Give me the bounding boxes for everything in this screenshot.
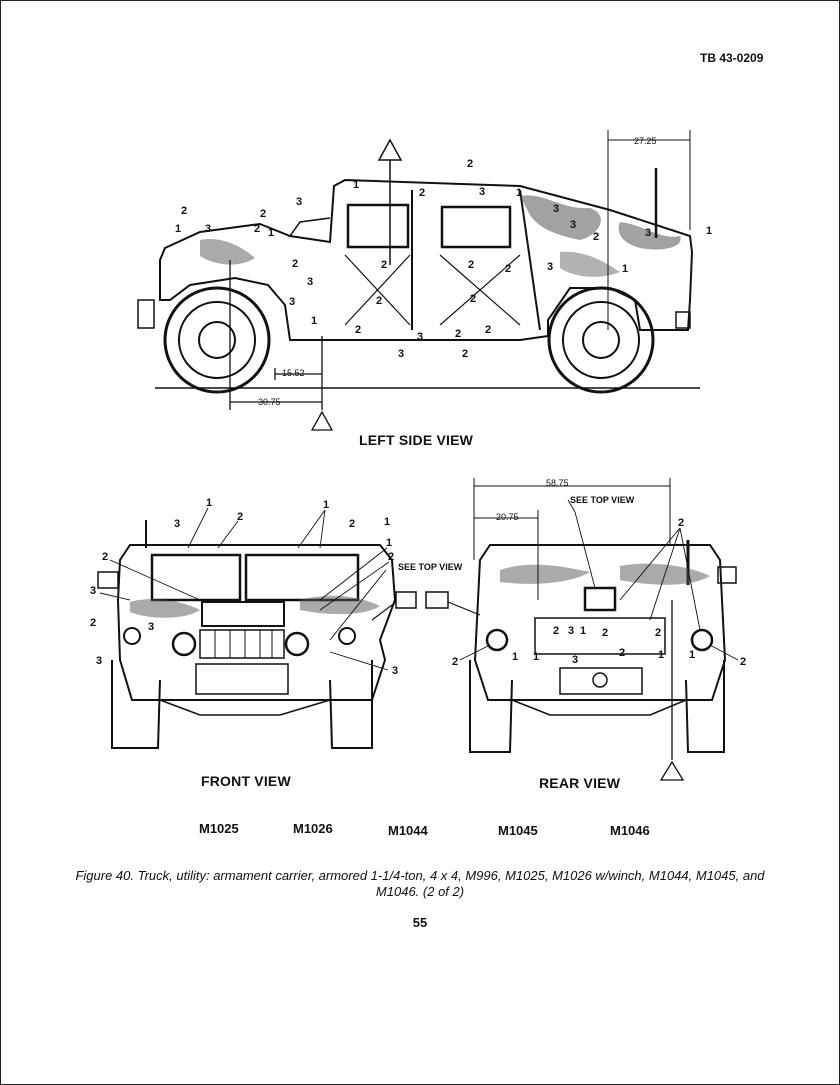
front-view-callouts: 1 3 2 1 2 1 1 2 2 3 2 3 3 3 [90,497,398,677]
svg-text:3: 3 [547,261,553,273]
svg-text:3: 3 [205,223,211,235]
dimension-58-75: 58.75 [546,478,569,488]
rear-view-leaders [459,499,739,661]
svg-text:2: 2 [349,518,355,530]
left-side-callouts: 2 1 3 2 3 2 1 2 3 3 1 2 2 3 1 3 3 2 3 1 … [175,158,712,360]
svg-text:2: 2 [102,551,108,563]
front-view-drawing [97,520,417,749]
svg-text:3: 3 [307,276,313,288]
svg-text:2: 2 [467,158,473,170]
svg-text:1: 1 [311,315,317,327]
center-of-gravity-arrow [377,138,403,265]
dimension-27-25: 27.25 [634,136,657,146]
svg-text:2: 2 [90,617,96,629]
rear-view-callouts: 2 2 3 1 2 2 1 1 3 2 1 1 2 2 [452,517,746,668]
svg-text:2: 2 [553,625,559,637]
svg-text:3: 3 [296,196,302,208]
svg-text:3: 3 [553,203,559,215]
rear-cg-marker [659,600,685,781]
left-side-view-drawing [137,168,700,394]
svg-text:3: 3 [479,186,485,198]
svg-text:2: 2 [388,551,394,563]
svg-text:2: 2 [455,328,461,340]
svg-text:1: 1 [175,223,181,235]
svg-text:3: 3 [398,348,404,360]
svg-text:3: 3 [174,518,180,530]
svg-text:1: 1 [706,225,712,237]
svg-text:2: 2 [419,187,425,199]
dimension-20-75: 20.75 [496,512,519,522]
svg-text:3: 3 [90,585,96,597]
svg-text:2: 2 [452,656,458,668]
svg-text:2: 2 [292,258,298,270]
svg-text:3: 3 [570,219,576,231]
cg-vertical-marker [229,260,334,431]
svg-text:2: 2 [254,223,260,235]
svg-text:2: 2 [376,295,382,307]
svg-text:1: 1 [689,649,695,661]
model-label: M1044 [388,823,428,838]
model-label: M1045 [498,823,538,838]
svg-text:3: 3 [96,655,102,667]
svg-text:2: 2 [237,511,243,523]
svg-text:3: 3 [289,296,295,308]
top-right-dimension [607,130,691,330]
svg-text:2: 2 [678,517,684,529]
svg-text:3: 3 [568,625,574,637]
svg-text:1: 1 [353,179,359,191]
svg-text:2: 2 [260,208,266,220]
see-top-view-front: SEE TOP VIEW [398,562,463,572]
svg-text:2: 2 [655,627,661,639]
svg-text:1: 1 [512,651,518,663]
svg-text:2: 2 [462,348,468,360]
svg-text:3: 3 [572,654,578,666]
front-view-leaders [99,507,390,671]
svg-text:2: 2 [740,656,746,668]
front-view-title: FRONT VIEW [201,773,291,789]
dimension-15-52: 15.52 [282,368,305,378]
rear-view-title: REAR VIEW [539,775,621,791]
svg-text:2: 2 [355,324,361,336]
svg-text:2: 2 [602,627,608,639]
svg-text:1: 1 [516,187,522,199]
svg-text:2: 2 [381,259,387,271]
svg-text:3: 3 [645,227,651,239]
svg-text:3: 3 [392,665,398,677]
rear-dimensions [473,478,671,600]
model-label: M1026 [293,821,333,836]
svg-text:1: 1 [268,227,274,239]
svg-text:1: 1 [533,651,539,663]
svg-text:1: 1 [658,649,664,661]
svg-text:2: 2 [181,205,187,217]
left-side-view-title: LEFT SIDE VIEW [359,432,474,448]
figure-caption: Figure 40. Truck, utility: armament carr… [75,868,765,899]
model-label: M1025 [199,821,239,836]
svg-text:2: 2 [485,324,491,336]
svg-text:1: 1 [386,537,392,549]
see-top-view-rear: SEE TOP VIEW [570,495,635,505]
svg-text:2: 2 [619,647,625,659]
svg-text:2: 2 [505,263,511,275]
svg-text:1: 1 [323,499,329,511]
svg-text:3: 3 [148,621,154,633]
dimension-30-75: 30.75 [258,397,281,407]
document-id: TB 43-0209 [700,51,764,65]
svg-text:2: 2 [593,231,599,243]
svg-text:1: 1 [206,497,212,509]
svg-text:1: 1 [384,516,390,528]
model-label: M1046 [610,823,650,838]
page-number: 55 [412,915,428,930]
svg-text:2: 2 [470,293,476,305]
rear-view-drawing [425,540,737,753]
svg-text:2: 2 [468,259,474,271]
svg-text:1: 1 [622,263,628,275]
svg-text:1: 1 [580,625,586,637]
svg-text:3: 3 [417,331,423,343]
